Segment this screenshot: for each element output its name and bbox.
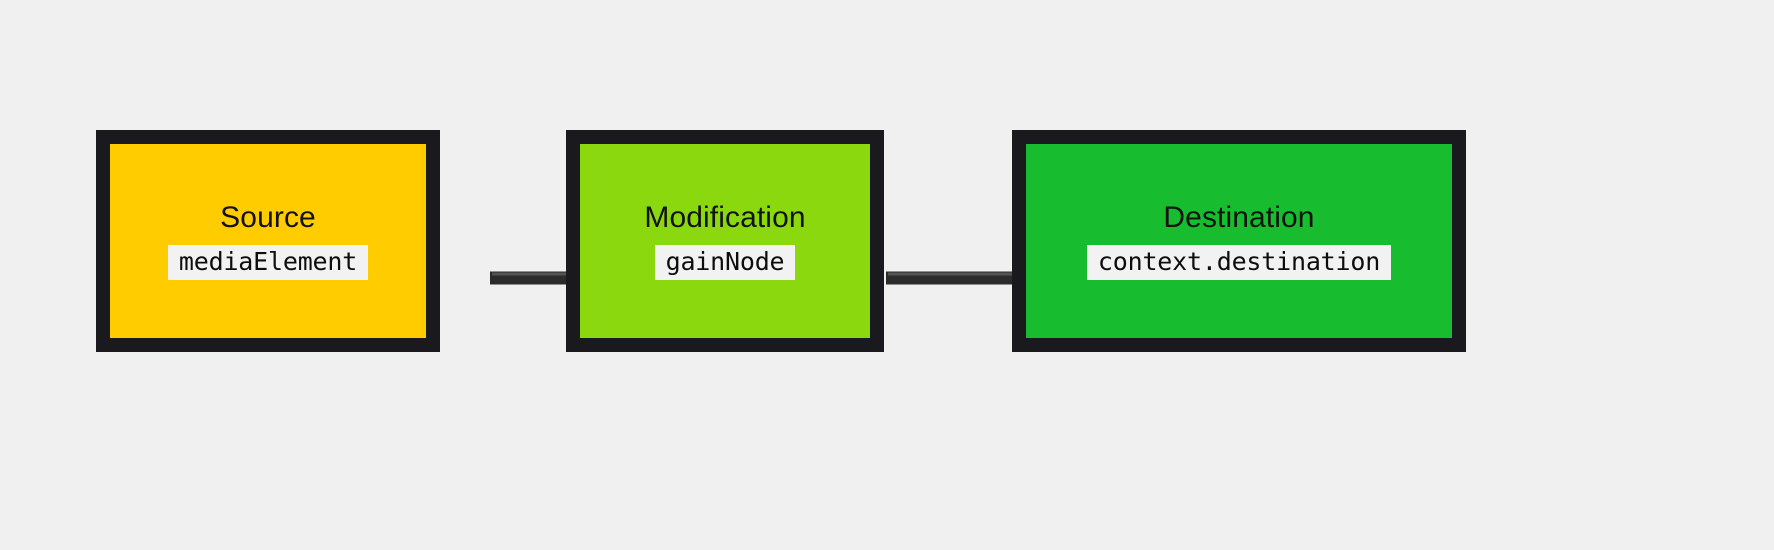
node-destination-title: Destination: [1163, 201, 1315, 235]
node-destination[interactable]: Destination context.destination: [1012, 130, 1466, 352]
node-destination-code: context.destination: [1086, 244, 1392, 280]
node-source-code: mediaElement: [167, 244, 369, 280]
node-modification[interactable]: Modification gainNode: [566, 130, 884, 352]
node-source[interactable]: Source mediaElement: [96, 130, 440, 352]
node-modification-title: Modification: [644, 201, 806, 235]
node-modification-code: gainNode: [654, 244, 796, 280]
node-source-title: Source: [220, 201, 316, 235]
